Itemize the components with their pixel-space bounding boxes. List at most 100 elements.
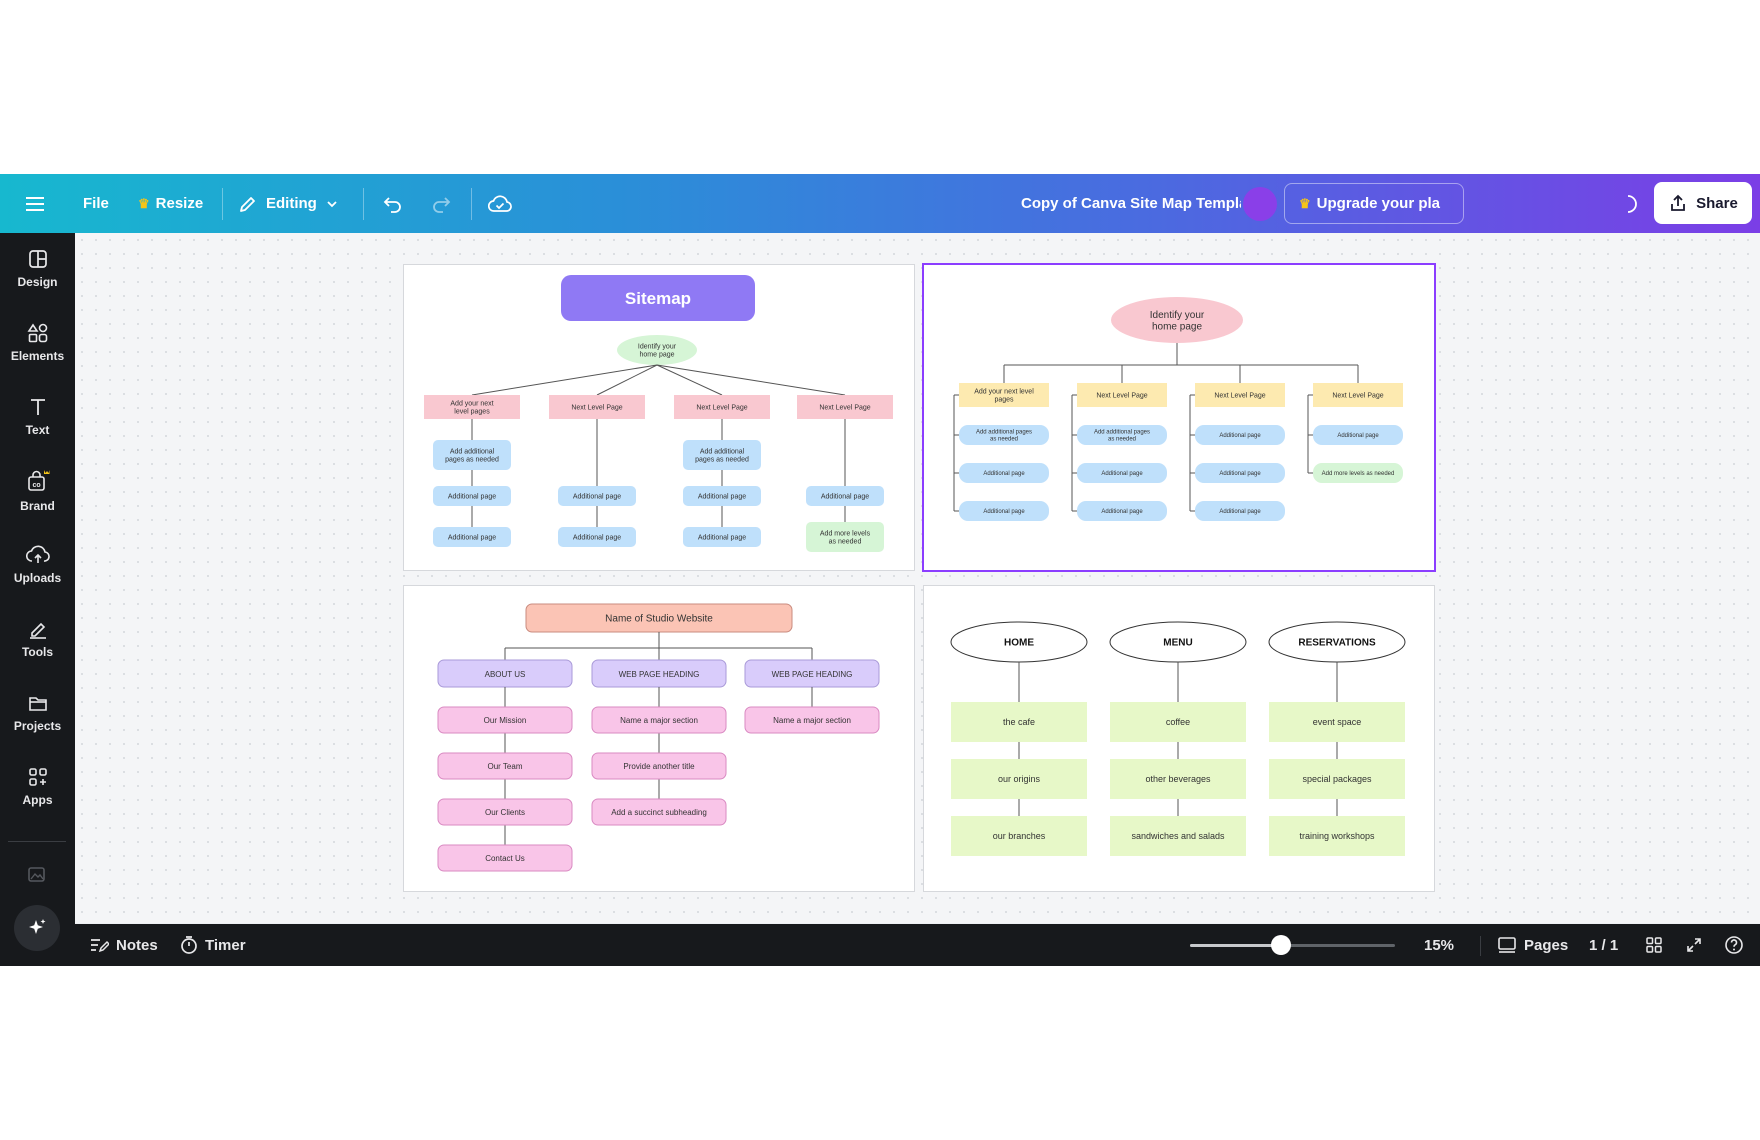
sidebar-item-tools[interactable]: Tools [0,605,75,671]
connector-line [656,364,846,396]
page-box [806,486,884,506]
node-label: Name of Studio Website [605,614,713,625]
editing-label: Editing [266,195,317,212]
page-box [1269,759,1405,799]
next-level-box [1313,383,1403,407]
node-label: Next Level Page [819,404,870,411]
node-label: special packages [1302,774,1372,784]
page-box [591,752,727,780]
crown-icon: ♛ [138,195,150,211]
pencil-icon [240,196,255,212]
file-menu[interactable]: File [83,195,109,212]
zoom-slider-thumb[interactable] [1271,935,1291,955]
page-box [1313,463,1403,483]
brand-icon: co [27,469,49,491]
redo-icon[interactable] [430,174,452,233]
node-label: Additional page [448,493,496,500]
page-box [1077,425,1167,445]
page-box [1110,702,1246,742]
node-label: coffee [1166,717,1190,727]
sidebar-item-projects[interactable]: Projects [0,679,75,745]
page-box [437,706,573,734]
page-box [951,702,1087,742]
page-box [1110,759,1246,799]
node-label: Additional page [573,493,621,500]
sidebar-item-uploads[interactable]: Uploads [0,531,75,597]
node-label: Additional page [1101,509,1143,515]
menu-icon[interactable] [26,174,46,233]
editing-mode-button[interactable]: Editing [238,174,339,233]
node-label: Next Level Page [1332,392,1383,399]
next-level-box [1195,383,1285,407]
cloud-saved-icon[interactable] [488,174,512,233]
page-box [1269,702,1405,742]
bottom-bar: Notes Timer 15% Pages 1 / 1 [75,924,1760,966]
zoom-slider-track[interactable] [1190,944,1395,947]
help-icon[interactable] [1724,924,1744,966]
page-box [1269,816,1405,856]
node-label: Additional page [1219,433,1261,439]
notes-icon [91,939,109,953]
share-upload-icon [1671,194,1686,211]
text-icon [30,398,45,415]
left-sidebar: Design Elements Text co Brand Uploads To… [0,233,75,966]
page-count: 1 / 1 [1589,936,1619,954]
undo-icon[interactable] [382,174,404,233]
sidebar-item-apps[interactable]: Apps [0,753,75,819]
chevron-down-icon [327,200,337,207]
fullscreen-icon[interactable] [1685,924,1703,966]
node-label: Name a major section [773,716,851,725]
page-box [1195,425,1285,445]
root-node [1111,297,1243,343]
upgrade-label: Upgrade your pla [1316,195,1441,212]
magic-assistant-button[interactable] [14,905,60,951]
projects-icon [28,696,47,711]
zoom-level[interactable]: 15% [1424,936,1455,954]
page-box [1313,425,1403,445]
next-level-box [424,395,520,419]
timer-button[interactable]: Timer [180,924,246,966]
root-node [617,335,697,365]
sidebar-item-elements[interactable]: Elements [0,309,75,375]
avatar[interactable] [1243,187,1277,221]
next-level-box [797,395,893,419]
node-label: Additional page [698,534,746,541]
sidebar-item-brand[interactable]: co Brand [0,457,75,523]
pages-button[interactable]: Pages [1497,924,1568,966]
grid-view-icon[interactable] [1645,924,1663,966]
resize-button[interactable]: ♛ Resize [138,174,203,233]
page-box [1077,463,1167,483]
node-label: Add more levels as needed [1322,471,1395,477]
share-button[interactable]: Share [1654,182,1752,224]
sidebar-item-text[interactable]: Text [0,383,75,449]
node-label: Additional page [821,493,869,500]
page-box [1077,501,1167,521]
upgrade-button[interactable]: ♛ Upgrade your pla [1284,183,1464,224]
node-label: WEB PAGE HEADING [619,670,700,679]
image-gen-icon[interactable] [26,863,48,890]
node-label: Additional page [698,493,746,500]
page-box [959,463,1049,483]
sidebar-item-label: Uploads [13,570,62,585]
sidebar-divider [8,841,66,842]
sidebar-item-design[interactable]: Design [0,235,75,301]
notes-button[interactable]: Notes [89,924,158,966]
document-title[interactable]: Copy of Canva Site Map Templa [1021,195,1241,212]
canva-editor: File ♛ Resize Editing Copy of Canva Site… [0,174,1760,966]
node-label: Our Mission [484,716,527,725]
node-label: our branches [993,831,1046,841]
node-label: Provide another title [623,762,695,771]
pages-icon [1498,937,1516,953]
node-label: Additional page [448,534,496,541]
page-box [437,844,573,872]
